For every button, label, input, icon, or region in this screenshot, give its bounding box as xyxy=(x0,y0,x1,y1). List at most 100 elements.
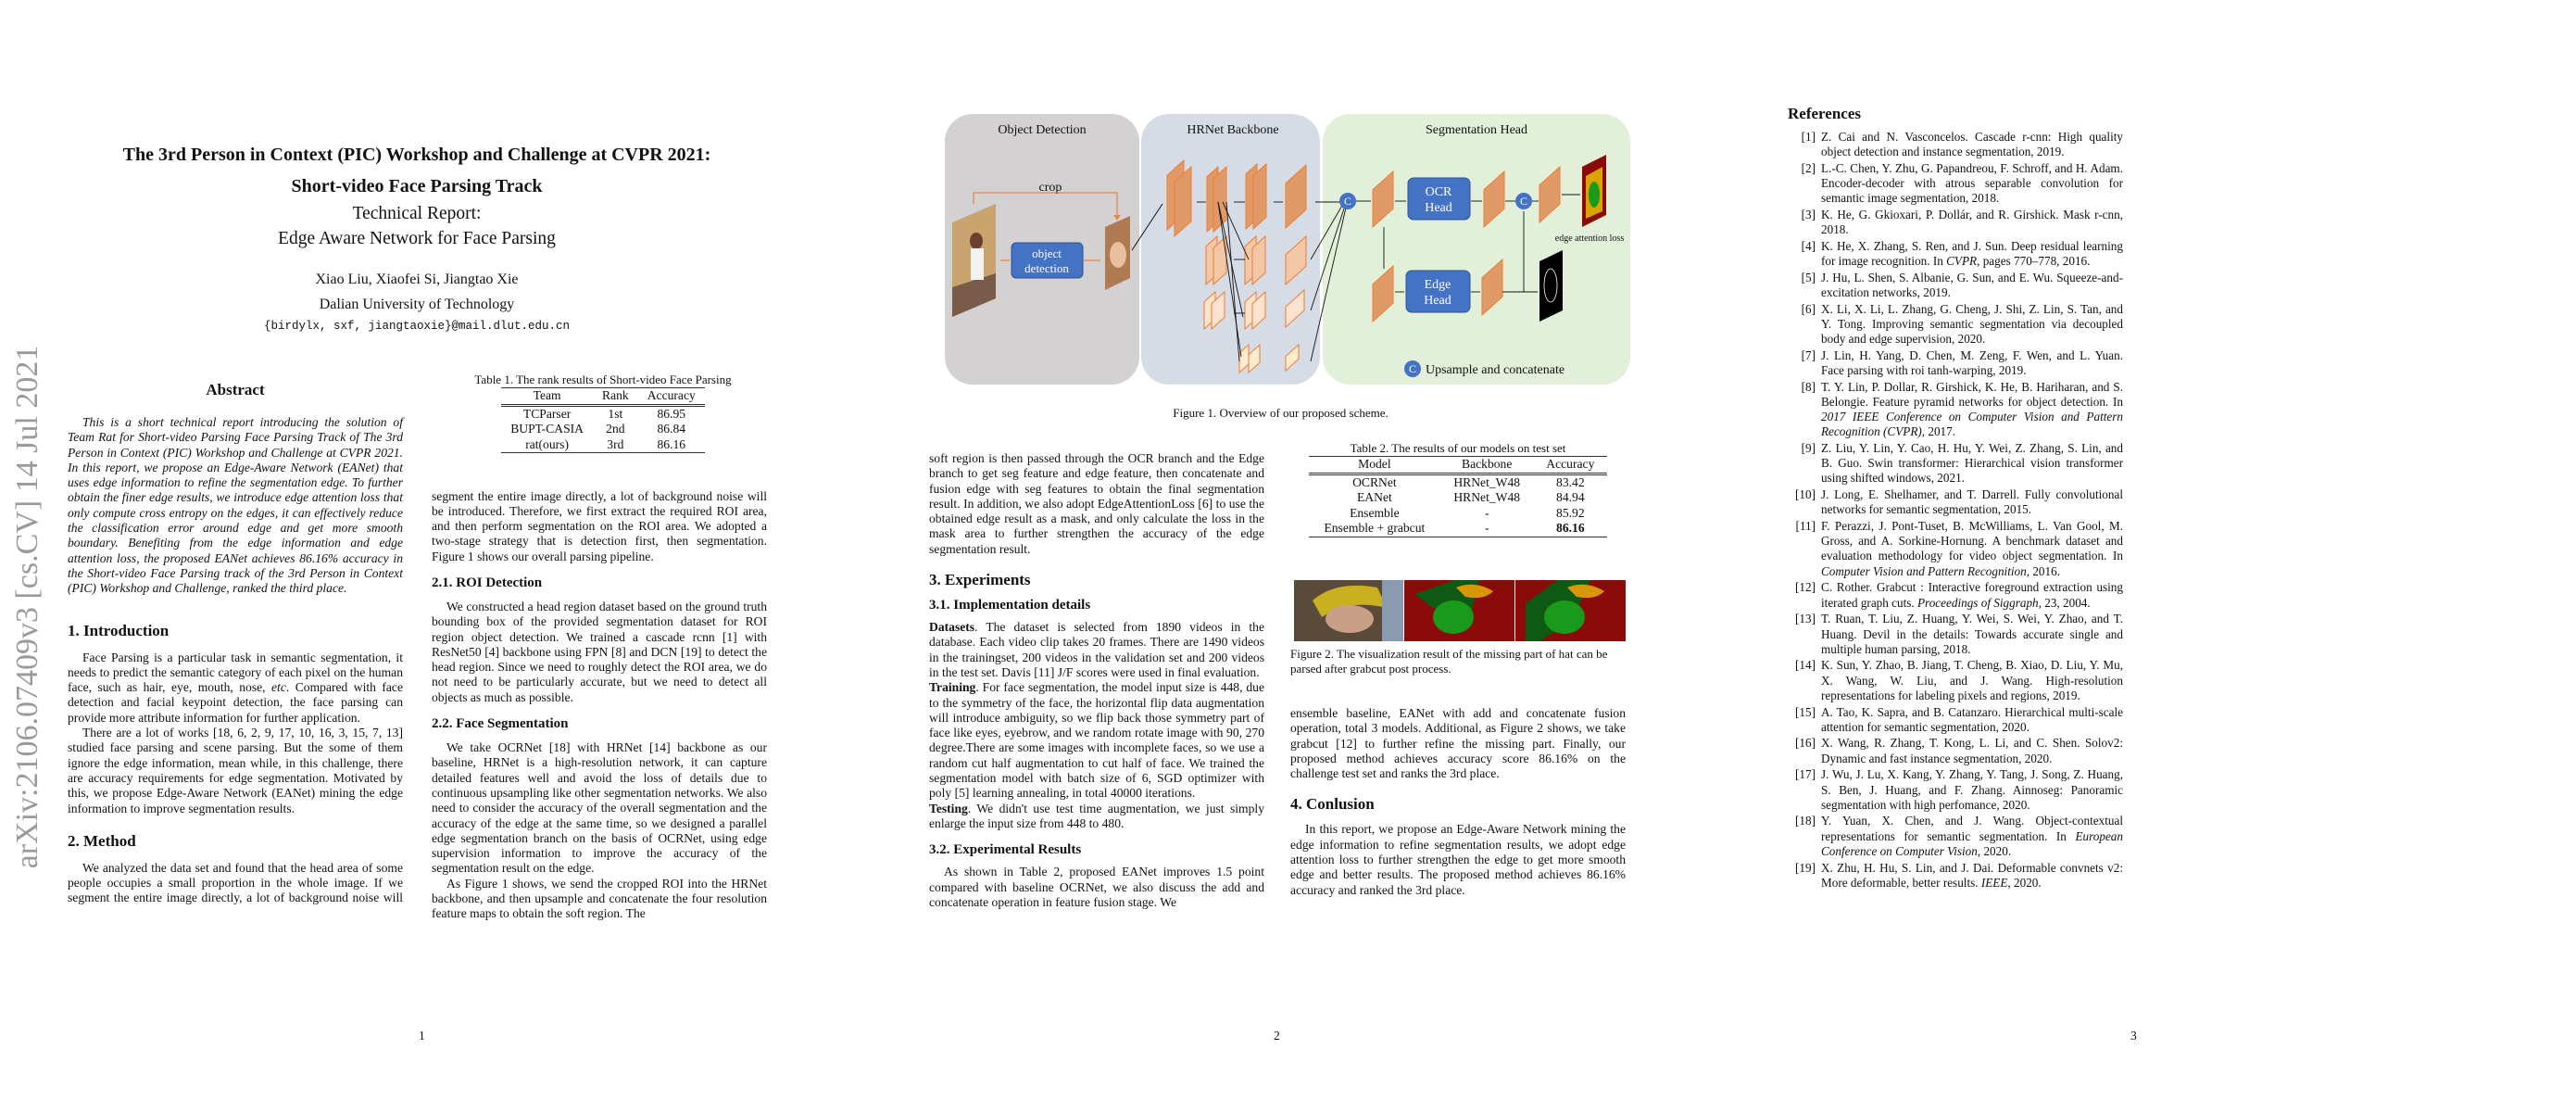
head-feature-map xyxy=(1483,170,1505,229)
author-email: {birdylx, sxf, jiangtaoxie}@mail.dlut.ed… xyxy=(263,320,571,333)
table2-row: Ensemble + grabcut-86.16 xyxy=(1309,521,1607,537)
connection-arrow xyxy=(1217,201,1244,318)
datasets-label: Datasets xyxy=(929,620,975,635)
table1-cell: 86.16 xyxy=(637,436,705,453)
panel-title-backbone: HRNet Backbone xyxy=(1187,123,1278,137)
figure1-caption: Figure 1. Overview of our proposed schem… xyxy=(1173,406,1389,420)
training-label: Training xyxy=(929,680,976,695)
edge-output-image xyxy=(1539,250,1563,322)
reference-number: [15] xyxy=(1795,704,1816,719)
reference-item: [19]X. Zhu, H. Hu, S. Lin, and J. Dai. D… xyxy=(1788,861,2123,891)
page-number: 3 xyxy=(2130,1029,2137,1042)
reference-tail: , 2020. xyxy=(1977,843,2012,858)
reference-item: [10] J. Long, E. Shelhamer, and T. Darrel… xyxy=(1788,487,2123,517)
connection-arrow xyxy=(1310,207,1347,362)
results-heading: 3.2. Experimental Results xyxy=(929,842,1082,858)
table2-header: Model xyxy=(1309,456,1440,475)
figure2-visualization xyxy=(1294,580,1626,641)
reference-body: Y. Yuan, X. Chen, and J. Wang. Object-co… xyxy=(1821,814,2123,843)
roi-detection-heading: 2.1. ROI Detection xyxy=(432,575,543,590)
title-line-2: Short-video Face Parsing Track xyxy=(291,176,543,196)
reference-number: [1] xyxy=(1801,130,1816,144)
connection-arrow xyxy=(1225,201,1240,362)
reference-text: F. Perazzi, J. Pont-Tuset, B. McWilliams… xyxy=(1821,519,2123,579)
reference-number: [2] xyxy=(1801,160,1816,175)
reference-text: Z. Cai and N. Vasconcelos. Cascade r-cnn… xyxy=(1821,130,2123,159)
reference-body: Z. Liu, Y. Lin, Y. Cao, H. Hu, Y. Wei, Z… xyxy=(1821,441,2123,486)
page-number: 1 xyxy=(419,1029,425,1042)
feature-map-mid-res xyxy=(1213,234,1227,286)
reference-number: [18] xyxy=(1795,814,1816,828)
feature-map-lowest-res xyxy=(1285,343,1300,373)
reference-venue: 2017 IEEE Conference on Computer Vision … xyxy=(1821,410,2123,439)
reference-tail: , 23, 2004. xyxy=(2038,595,2091,610)
reference-text: C. Rother. Grabcut : Interactive foregro… xyxy=(1821,580,2123,610)
table1-cell: TCParser xyxy=(522,406,572,421)
reference-text: J. Long, E. Shelhamer, and T. Darrell. F… xyxy=(1821,487,2123,517)
reference-item: [7]J. Lin, H. Yang, D. Chen, M. Zeng, F.… xyxy=(1788,348,2123,378)
edge-outline xyxy=(1543,268,1558,303)
title-line-1: The 3rd Person in Context (PIC) Workshop… xyxy=(122,145,711,165)
reference-item: [6]X. Li, X. Li, L. Zhang, G. Cheng, J. … xyxy=(1788,302,2123,348)
sleeping-face xyxy=(1326,605,1374,633)
reference-venue: Proceedings of Siggraph xyxy=(1917,595,2039,610)
reference-list: [1] Z. Cai and N. Vasconcelos. Cascade r-… xyxy=(1788,130,2123,891)
table2-cell: 83.42 xyxy=(1556,474,1585,489)
seg-face-region xyxy=(1433,600,1474,634)
reference-item: [15]A. Tao, K. Sapra, and B. Catanzaro. … xyxy=(1788,705,2123,735)
reference-item: [8]T. Y. Lin, P. Dollar, R. Girshick, K.… xyxy=(1788,380,2123,440)
page1-left-column: Abstract This is a short technical repor… xyxy=(68,380,403,906)
connection-arrow xyxy=(1310,205,1346,311)
table1-header: Rank xyxy=(593,387,638,407)
feature-map-low-res xyxy=(1251,290,1266,331)
subtitle-line-2: Edge Aware Network for Face Parsing xyxy=(278,229,556,248)
edge-head-box xyxy=(1405,270,1471,313)
reference-item: [18] Y. Yuan, X. Chen, and J. Wang. Objec… xyxy=(1788,814,2123,859)
table2-cell: OCRNet xyxy=(1352,474,1397,489)
face-shape xyxy=(1110,242,1126,268)
reference-text: J. Wu, J. Lu, X. Kang, Y. Zhang, Y. Tang… xyxy=(1821,767,2123,813)
method-paragraph: We analyzed the data set and found that … xyxy=(68,860,403,906)
paper-title: The 3rd Person in Context (PIC) Workshop… xyxy=(68,139,766,202)
results-paragraph: As shown in Table 2, proposed EANet impr… xyxy=(929,865,1264,909)
subtitle-line-1: Technical Report: xyxy=(352,204,482,223)
reference-number: [10] xyxy=(1795,487,1816,502)
table2-cell: Ensemble + grabcut xyxy=(1309,521,1440,537)
roi-paragraph: We constructed a head region dataset bas… xyxy=(432,600,767,704)
segmentation-paragraph-2: As Figure 1 shows, we send the cropped R… xyxy=(432,876,767,921)
reference-body: X. Li, X. Li, L. Zhang, G. Cheng, J. Shi… xyxy=(1821,301,2123,347)
reference-tail: , 2017. xyxy=(1921,424,1956,439)
table2-cell: 85.92 xyxy=(1556,505,1585,520)
reference-text: Z. Liu, Y. Lin, Y. Cao, H. Hu, Y. Wei, Z… xyxy=(1821,441,2123,486)
testing-label: Testing xyxy=(929,801,968,815)
concat-icon xyxy=(1339,193,1356,209)
authors: Xiao Liu, Xiaofei Si, Jiangtao Xie xyxy=(315,272,519,287)
figure2-caption: Figure 2. The visualization result of th… xyxy=(1290,647,1608,676)
reference-number: [4] xyxy=(1801,238,1816,253)
page-number: 2 xyxy=(1274,1029,1280,1042)
reference-body: K. He, G. Gkioxari, P. Dollár, and R. Gi… xyxy=(1821,208,2123,237)
legend-concat-icon xyxy=(1404,360,1421,377)
reference-number: [13] xyxy=(1795,612,1816,626)
reference-body: Z. Cai and N. Vasconcelos. Cascade r-cnn… xyxy=(1821,130,2123,159)
panel-title-detection: Object Detection xyxy=(998,123,1086,137)
edge-head-label-2: Head xyxy=(1424,294,1451,308)
head-feature-map xyxy=(1539,165,1561,224)
intro-paragraph-1: Face Parsing is a particular task in sem… xyxy=(68,651,403,726)
reference-number: [5] xyxy=(1801,270,1816,284)
reference-venue: European Conference on Computer Vision xyxy=(1821,828,2123,858)
table2-cell: EANet xyxy=(1357,490,1392,504)
table2-header: Backbone xyxy=(1439,456,1534,475)
feature-maps xyxy=(1166,158,1561,374)
reference-text: J. Lin, H. Yang, D. Chen, M. Zeng, F. We… xyxy=(1821,348,2123,378)
reference-number: [11] xyxy=(1795,519,1816,534)
segmentation-output-face xyxy=(1589,182,1600,208)
datasets-text: . The dataset is selected from 1890 vide… xyxy=(929,620,1264,679)
table1-cell: 3rd xyxy=(593,436,638,453)
legend-label: Upsample and concatenate xyxy=(1426,363,1564,377)
crop-label: crop xyxy=(1039,181,1062,195)
